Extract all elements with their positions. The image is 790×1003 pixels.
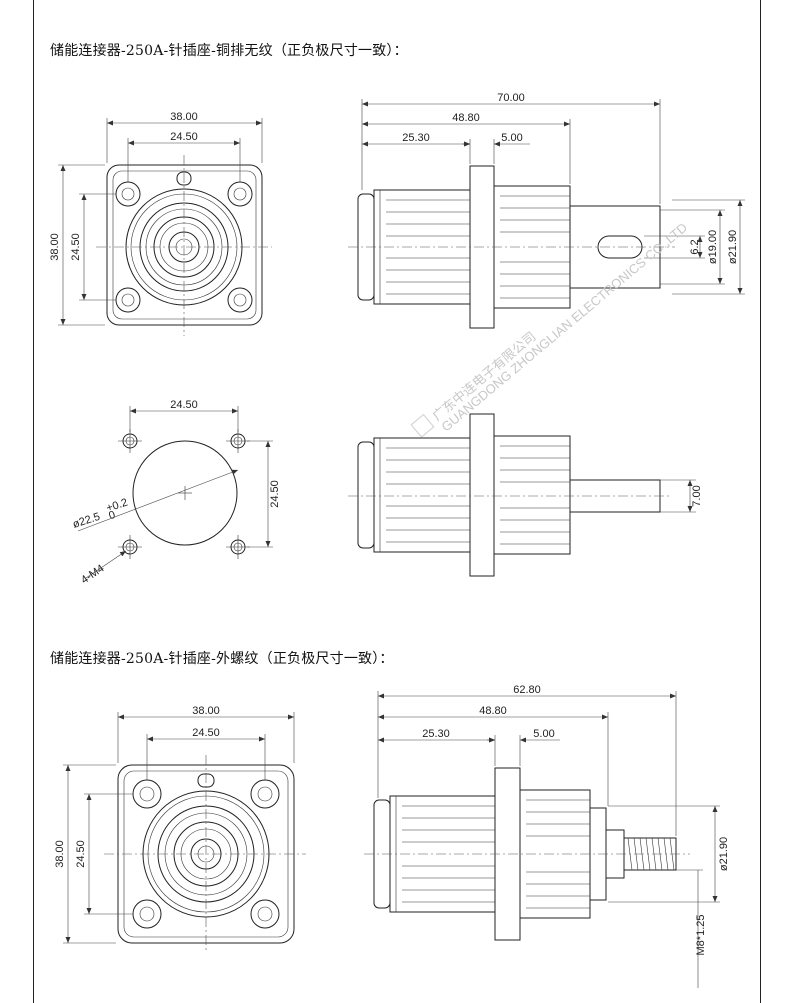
watermark-cn-text: 广东中连电子有限公司 (429, 329, 538, 424)
s1-side-length-3-label: 25.30 (402, 132, 430, 144)
s1-front-height-label: 38.00 (49, 233, 61, 261)
s2-side-view: 62.80 48.80 25.30 5.00 ø21.90 M8*1.25 (364, 684, 730, 988)
s1-side-slot-width-label: 6.2 (689, 239, 701, 254)
s1-cutout-screw-holes (122, 433, 246, 555)
s2-front-hole-spacing-h-label: 24.50 (192, 727, 220, 739)
s1-side-view-2: 7.00 (348, 413, 703, 577)
section-2-heading: 储能连接器-250A-针插座-外螺纹（正负极尺寸一致）： (50, 651, 394, 667)
s2-side-flange-thickness-label: 5.00 (533, 728, 554, 740)
s2-side-length-2-label: 48.80 (479, 705, 507, 717)
s1-side2-pin-dia-label: 7.00 (691, 485, 703, 506)
s1-cutout-main-hole (132, 440, 238, 546)
s1-front-flange (106, 164, 263, 326)
s1-side-dia-2-label: ø21.90 (727, 230, 739, 264)
s2-front-hole-spacing-v-label: 24.50 (75, 840, 87, 868)
company-watermark: 广东中连电子有限公司 GUANGDONG ZHONGLIAN ELECTRONI… (410, 220, 690, 438)
s2-front-width-label: 38.00 (192, 705, 220, 717)
section-1-heading: 储能连接器-250A-针插座-铜排无纹（正负极尺寸一致）： (50, 43, 408, 59)
s2-side-total-length-label: 62.80 (513, 684, 541, 696)
watermark-en-text: GUANGDONG ZHONGLIAN ELECTRONICS CO.,LTD (438, 220, 690, 435)
s2-side-threaded-stud (623, 837, 677, 871)
frame-right-border (760, 0, 761, 1003)
s1-front-hole-spacing-h-label: 24.50 (170, 131, 198, 143)
s1-side-total-length-label: 70.00 (497, 92, 525, 104)
s1-side-dia-1-label: ø19.00 (707, 230, 719, 264)
s1-cutout-tol-lower: 0 (107, 509, 117, 522)
s1-side-view: 70.00 48.80 25.30 5.00 6.2 ø19.00 ø21.90 (348, 92, 745, 329)
s1-front-flange-inner (112, 170, 257, 320)
s2-side-dia-label: ø21.90 (718, 837, 730, 871)
s1-front-hole-spacing-v-label: 24.50 (70, 233, 82, 261)
s2-front-height-label: 38.00 (54, 840, 66, 868)
s1-side-length-2-label: 48.80 (452, 112, 480, 124)
s1-side-flange-thickness-label: 5.00 (501, 132, 522, 144)
s2-front-view: 38.00 24.50 38.00 24.50 (54, 705, 306, 953)
s1-panel-cutout: 24.50 24.50 ø22.5 +0.2 0 4-M4 (71, 399, 281, 587)
s1-cutout-spacing-v-label: 24.50 (269, 480, 281, 508)
s1-cutout-spacing-h-label: 24.50 (170, 399, 198, 411)
s1-front-width-label: 38.00 (170, 111, 198, 123)
s2-side-length-3-label: 25.30 (422, 728, 450, 740)
frame-left-border (33, 0, 34, 1003)
s1-cutout-screw-label: 4-M4 (79, 563, 106, 587)
s2-side-thread-label: M8*1.25 (695, 915, 707, 956)
s1-front-view: 38.00 24.50 38.00 24.50 (49, 111, 272, 336)
